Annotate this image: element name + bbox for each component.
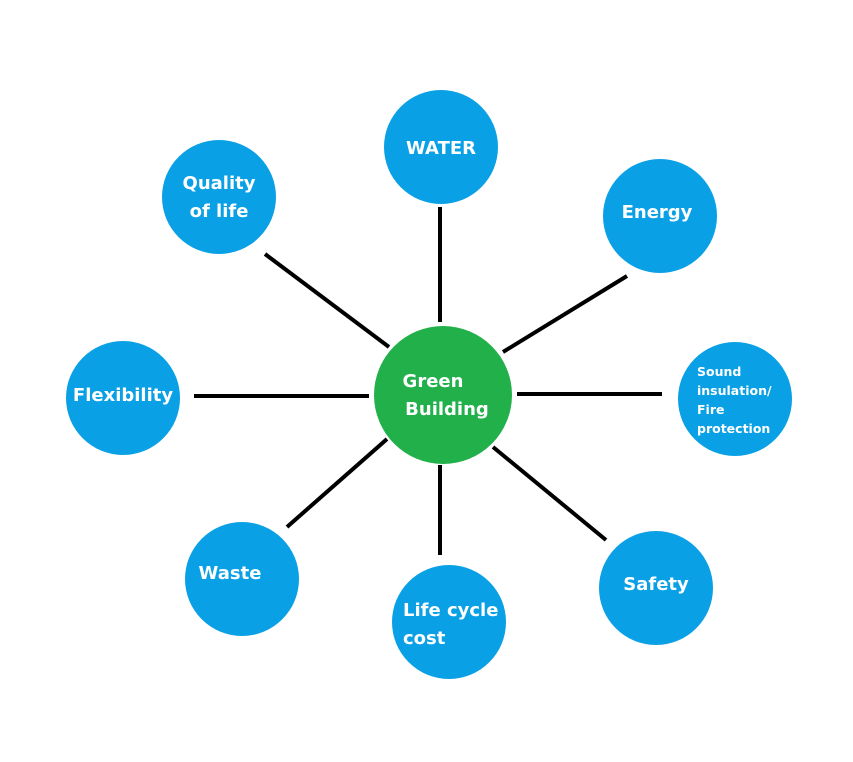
node-sound-fire: Sound insulation/Fire protection: [678, 342, 792, 456]
node-water-label-line: WATER: [406, 138, 476, 159]
node-sound-fire-label: Sound insulation/Fire protection: [697, 364, 772, 436]
connector-quality-of-life: [263, 252, 391, 349]
node-safety-label-line: Safety: [623, 574, 689, 595]
node-quality-of-life-label: Quality of life: [183, 173, 256, 222]
node-life-cycle-cost: Life cycle cost: [392, 565, 506, 679]
node-sound-fire-label-line: Fire: [697, 402, 724, 417]
node-safety-label: Safety: [623, 574, 689, 595]
connector-energy: [501, 274, 629, 354]
node-safety-circle: [599, 531, 713, 645]
node-life-cycle-cost-circle: [392, 565, 506, 679]
node-life-cycle-cost-label-line: Life cycle: [403, 600, 498, 621]
center-node-circle: [374, 326, 512, 464]
node-water-label: WATER: [406, 138, 476, 159]
node-waste-label-line: Waste: [199, 563, 262, 584]
node-sound-fire-label-line: insulation/: [697, 383, 772, 398]
node-sound-fire-label-line: Sound: [697, 364, 741, 379]
node-flexibility: Flexibility: [66, 341, 180, 455]
node-life-cycle-cost-label-line: cost: [403, 628, 446, 649]
node-waste: Waste: [185, 522, 299, 636]
node-energy-label-line: Energy: [622, 202, 693, 223]
connector-waste: [285, 437, 389, 529]
node-flexibility-label-line: Flexibility: [73, 385, 173, 406]
center-node-label-line: Building: [405, 399, 489, 420]
node-water-circle: [384, 90, 498, 204]
node-energy-circle: [603, 159, 717, 273]
connector-safety: [491, 445, 608, 542]
connectors: [194, 207, 662, 555]
node-flexibility-circle: [66, 341, 180, 455]
node-quality-of-life-label-line: Quality: [183, 173, 256, 194]
node-energy: Energy: [603, 159, 717, 273]
node-flexibility-label: Flexibility: [73, 385, 173, 406]
node-quality-of-life: Quality of life: [162, 140, 276, 254]
node-waste-label: Waste: [199, 563, 262, 584]
center-node-label-line: Green: [403, 371, 464, 392]
node-safety: Safety: [599, 531, 713, 645]
node-quality-of-life-circle: [162, 140, 276, 254]
node-sound-fire-circle: [678, 342, 792, 456]
node-sound-fire-label-line: protection: [697, 421, 770, 436]
node-life-cycle-cost-label: Life cycle cost: [403, 600, 498, 649]
node-quality-of-life-label-line: of life: [190, 201, 249, 222]
node-water: WATER: [384, 90, 498, 204]
node-waste-circle: [185, 522, 299, 636]
node-energy-label: Energy: [622, 202, 693, 223]
